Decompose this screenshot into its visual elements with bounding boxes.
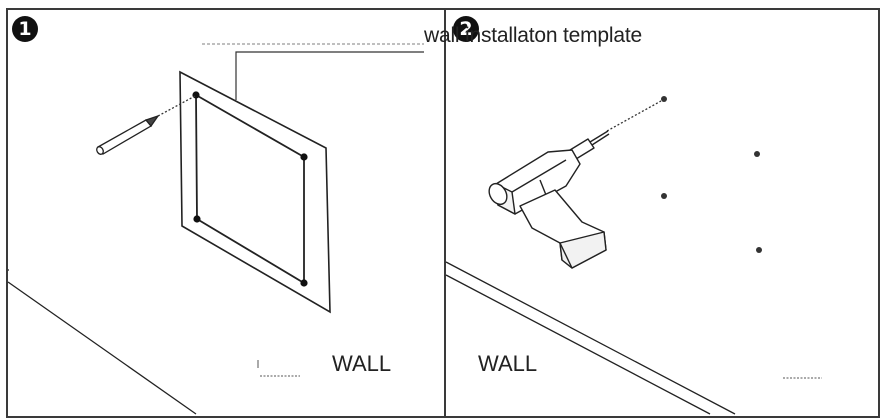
template-sheet xyxy=(179,70,331,314)
wall-floor-edge-right xyxy=(445,261,736,415)
template-holes xyxy=(192,91,308,287)
wall-floor-edge-left xyxy=(7,269,197,415)
template-callout-label: wall installaton template xyxy=(424,24,642,47)
step-1-badge: 1 xyxy=(12,16,38,42)
callout-leader xyxy=(202,43,424,100)
drill-icon xyxy=(488,130,610,269)
pencil-icon xyxy=(96,114,160,155)
drill-holes xyxy=(661,96,762,253)
fine-print-marks xyxy=(257,360,822,379)
drill-guide-line xyxy=(606,100,662,132)
wall-label-step-2: WALL xyxy=(478,351,538,376)
wall-label-step-1: WALL xyxy=(332,351,392,376)
step-2-badge: 2 xyxy=(453,16,479,42)
pencil-guide-line xyxy=(157,95,196,117)
